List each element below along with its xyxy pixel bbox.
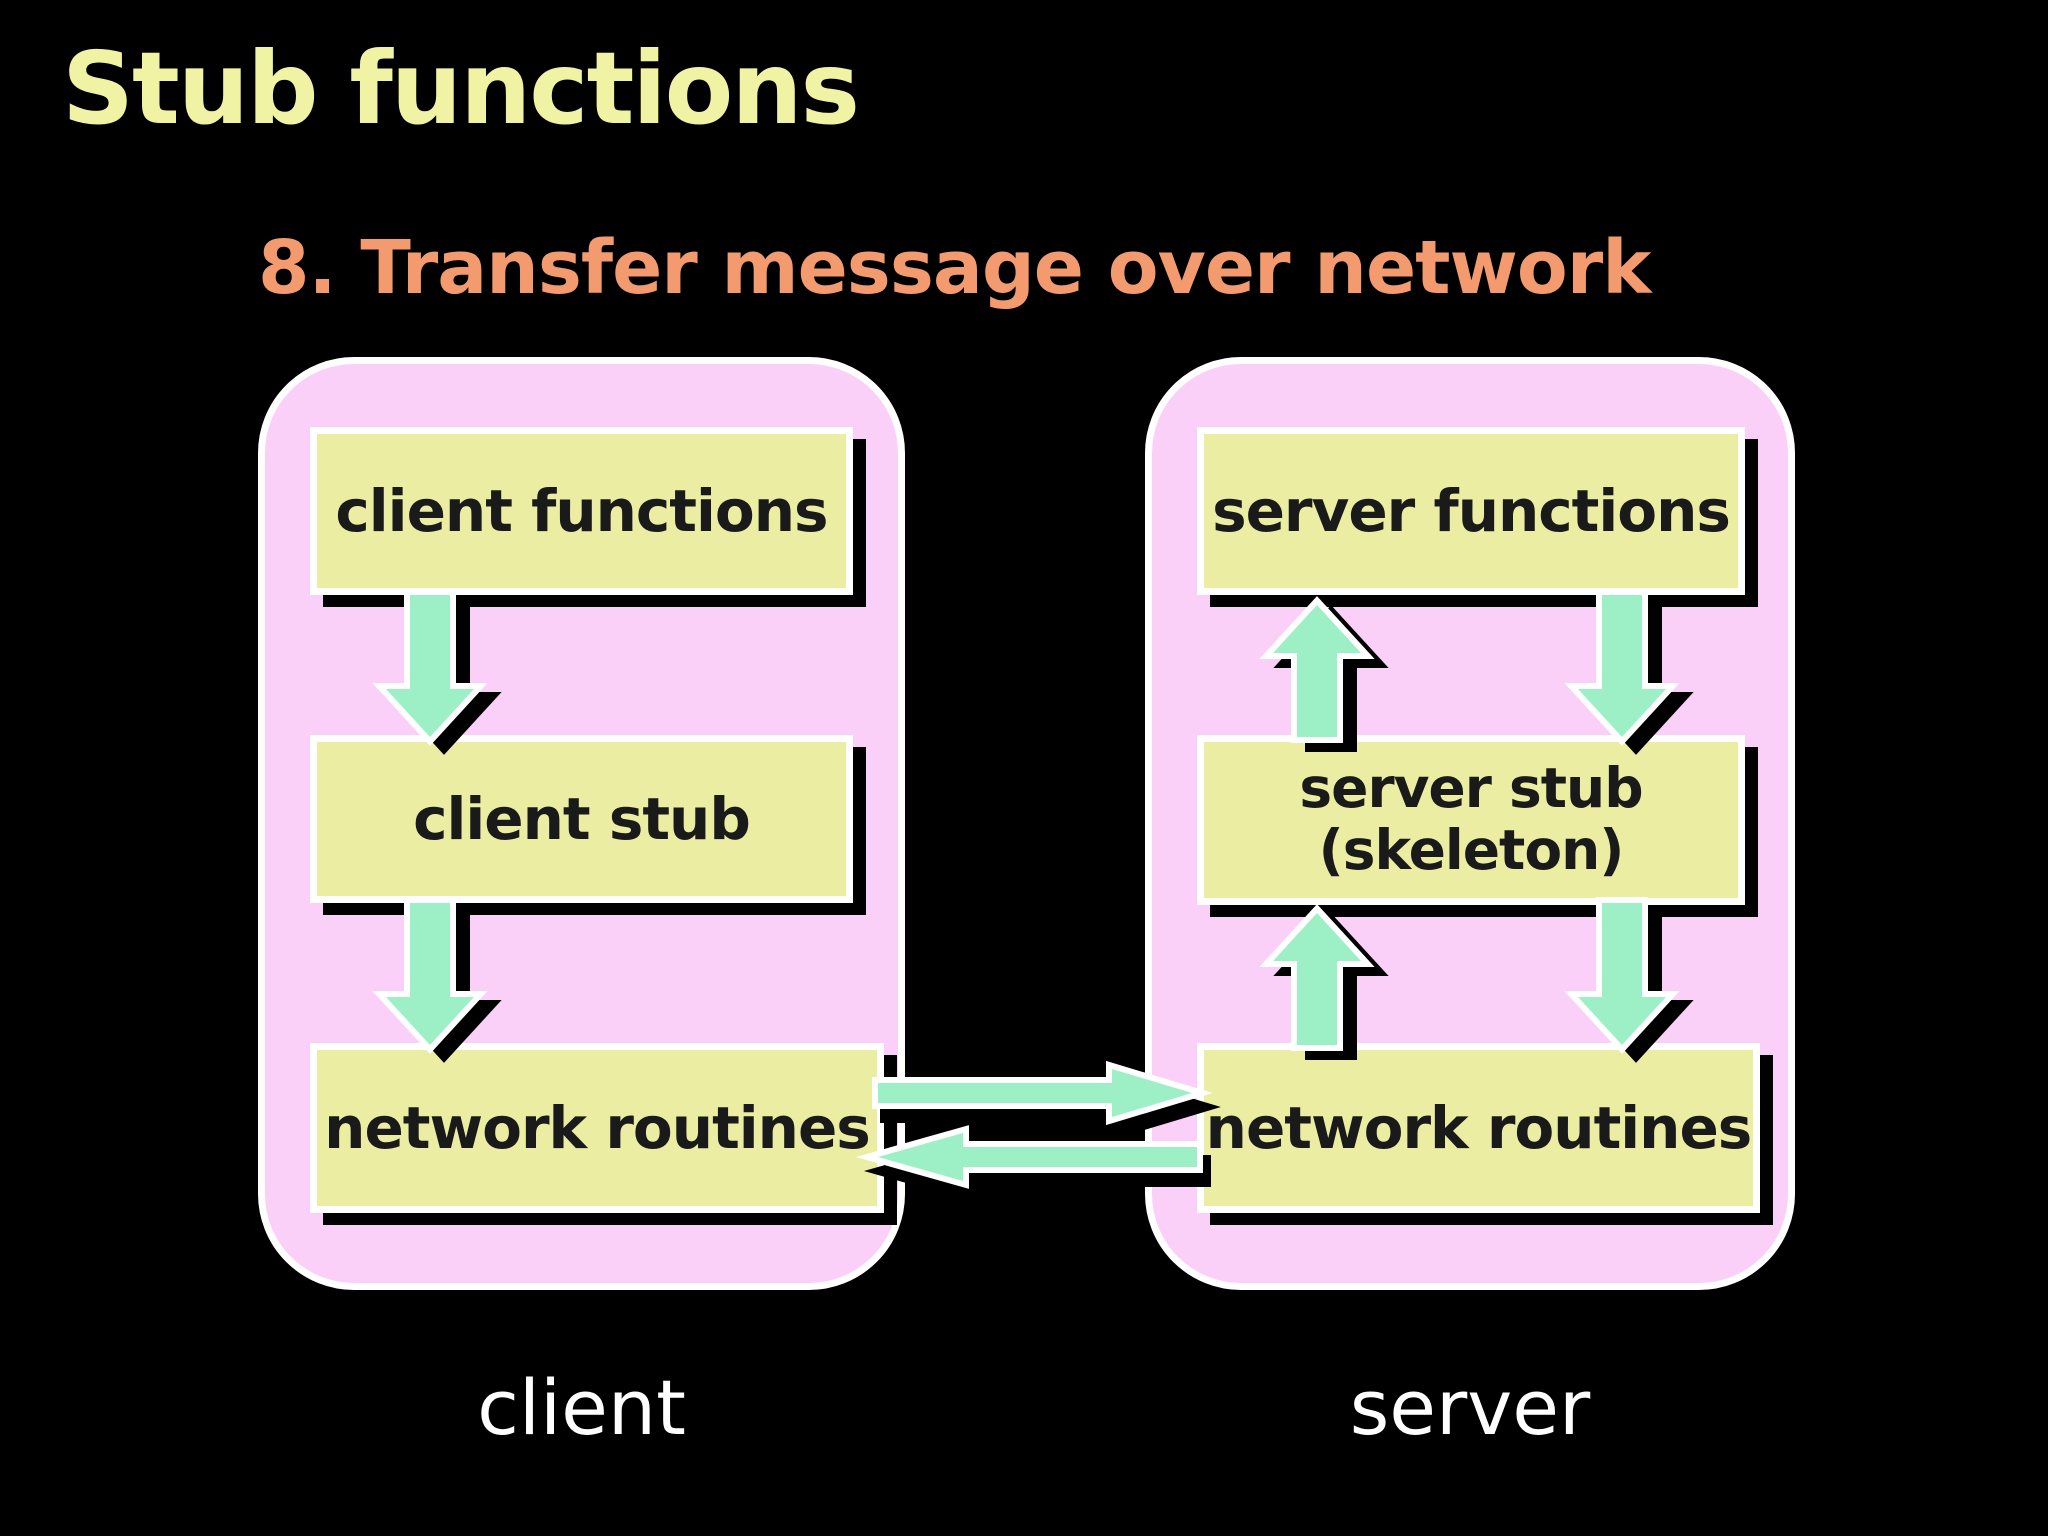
server-stub-box: server stub (skeleton) (1197, 735, 1745, 905)
client-functions-box: client functions (310, 427, 853, 595)
server-functions-box: server functions (1197, 427, 1745, 595)
client-stub-box: client stub (310, 735, 853, 903)
step-caption: 8. Transfer message over network (258, 225, 1651, 311)
client-panel-label: client (477, 1362, 686, 1452)
client-functions-label: client functions (335, 476, 828, 545)
server-network-routines-label: network routines (1205, 1093, 1753, 1162)
server-stub-label-line1: server stub (1299, 756, 1643, 821)
client-stub-label: client stub (413, 784, 751, 853)
server-stub-label-line2: (skeleton) (1318, 818, 1625, 882)
client-network-routines-label: network routines (324, 1093, 871, 1162)
client-network-routines-box: network routines (310, 1043, 884, 1213)
server-panel-label: server (1349, 1362, 1591, 1452)
page-title: Stub functions (62, 30, 860, 147)
server-functions-label: server functions (1212, 476, 1731, 545)
server-network-routines-box: network routines (1197, 1043, 1760, 1213)
